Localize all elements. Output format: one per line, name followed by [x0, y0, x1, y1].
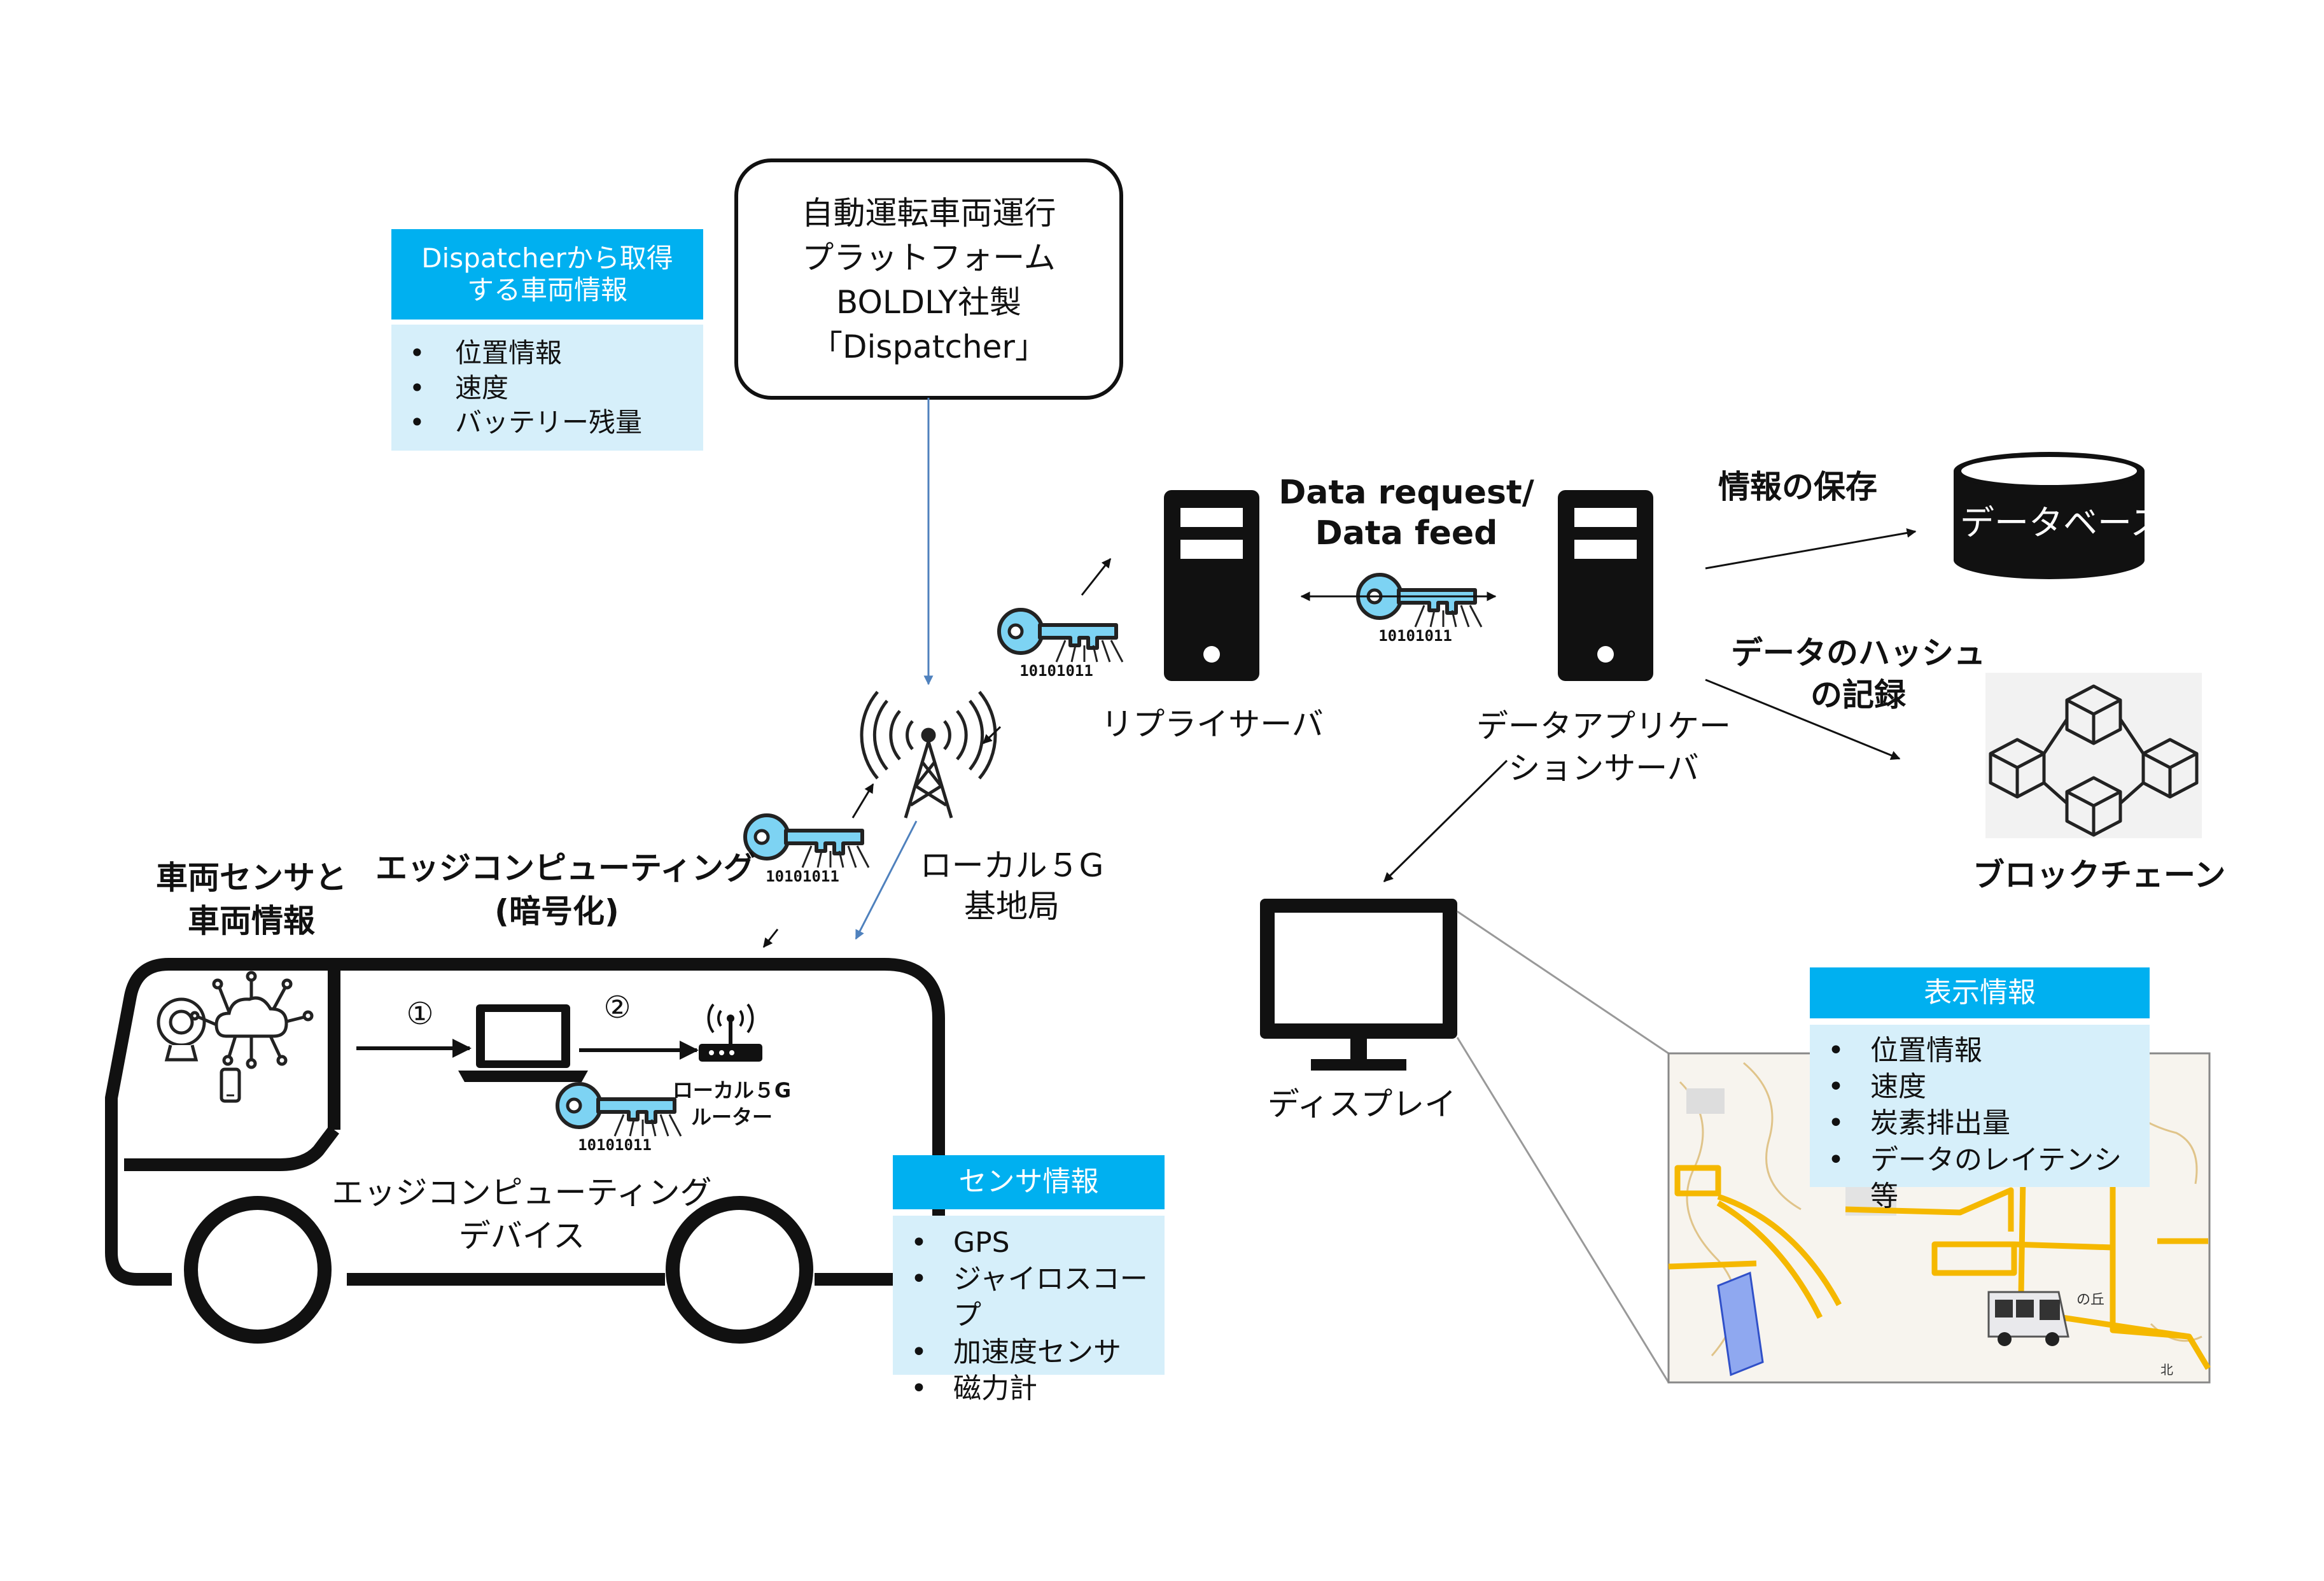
base-station-line-1: ローカル５G [920, 847, 1104, 884]
dispatcher-info-item: 速度 [391, 371, 703, 406]
data-flow-line-2: Data feed [1315, 514, 1498, 552]
data-app-server-icon [1558, 490, 1653, 681]
dispatcher-info-item: バッテリー残量 [391, 405, 703, 440]
tower-to-bus-arrow [855, 820, 918, 940]
relay-server-icon [1164, 490, 1259, 681]
hash-arrow [1705, 678, 1901, 760]
data-flow-line-1: Data request/ [1278, 474, 1534, 512]
dispatcher-info-item: 位置情報 [391, 336, 703, 371]
router-line-1: ローカル５G [672, 1078, 792, 1102]
edge-device-line-1: エッジコンピューティング [332, 1174, 712, 1211]
step-marker-1: ① [406, 996, 434, 1032]
edge-computing-label: エッジコンピューティング (暗号化) [375, 847, 755, 933]
key-binary-tower: 10101011 [1019, 662, 1093, 680]
data-flow-label: Data request/ Data feed [1257, 472, 1556, 554]
display-info-item: データのレイテンシ 等 [1810, 1142, 2150, 1214]
dispatcher-line-3: BOLDLY社製 [836, 284, 1021, 321]
dispatcher-info-header-line-2: する車両情報 [466, 274, 627, 306]
step-marker-2: ② [603, 990, 631, 1025]
display-info-header: 表示情報 [1810, 967, 2150, 1018]
edge-computing-line-2: (暗号化) [494, 893, 619, 930]
hash-record-line-1: データのハッシュ [1731, 635, 1985, 671]
bus-front-wheel [184, 1196, 332, 1344]
key-icon-servers [1358, 575, 1481, 627]
dispatcher-info-header: Dispatcherから取得 する車両情報 [391, 229, 703, 320]
dispatcher-info-header-line-1: Dispatcherから取得 [421, 242, 673, 274]
database-label: データベース [1960, 503, 2165, 543]
base-station-line-2: 基地局 [964, 888, 1060, 925]
save-info-label: 情報の保存 [1718, 468, 1877, 505]
router-line-2: ルーター [690, 1105, 773, 1129]
dispatcher-line-1: 自動運転車両運行 [801, 195, 1056, 232]
display-monitor-icon [1260, 899, 1457, 1071]
display-label: ディスプレイ [1267, 1086, 1457, 1123]
base-station-label: ローカル５G 基地局 [916, 845, 1107, 927]
bus-outline [105, 958, 945, 1286]
key-icon-bus [745, 815, 869, 868]
laptop-icon [458, 1004, 588, 1082]
save-arrow [1705, 528, 1917, 570]
dispatcher-line-4: 「Dispatcher」 [811, 328, 1047, 365]
bus-to-tower-arrow [762, 929, 779, 948]
sensor-info-list: GPS ジャイロスコープ 加速度センサ 磁力計 [893, 1216, 1165, 1407]
key-icon-tower [999, 610, 1123, 662]
sensor-info-item: GPS [893, 1225, 1165, 1261]
sensor-info-item: 加速度センサ [893, 1334, 1165, 1370]
relay-server-label: リプライサーバ [1101, 706, 1324, 743]
data-app-server-line-2: ションサーバ [1508, 750, 1699, 787]
vehicle-sensor-label: 車両センサと 車両情報 [140, 856, 363, 943]
hash-record-label: データのハッシュ の記録 [1718, 632, 1998, 716]
sensor-info-header: センサ情報 [893, 1155, 1165, 1209]
dispatcher-box-label: 自動運転車両運行 プラットフォーム BOLDLY社製 「Dispatcher」 [736, 191, 1121, 369]
camera-icon [157, 997, 206, 1062]
phone-icon [220, 1067, 241, 1103]
bus-rear-wheel [666, 1196, 813, 1344]
blockchain-label: ブロックチェーン [1973, 857, 2226, 894]
router-label: ローカル５G ルーター [662, 1077, 802, 1130]
tower-to-relay-arrow [1081, 558, 1112, 596]
edge-computing-line-1: エッジコンピューティング [375, 850, 755, 887]
key-binary-router: 10101011 [578, 1136, 652, 1154]
database-icon [1954, 452, 2145, 579]
edge-device-line-2: デバイス [458, 1218, 585, 1254]
tower-up-arrow [851, 783, 874, 819]
blockchain-icon [1985, 673, 2202, 838]
server-to-display-arrow [1383, 759, 1508, 883]
display-info-item: 炭素排出量 [1810, 1105, 2150, 1141]
cell-tower-icon [860, 691, 997, 819]
display-info-list: 位置情報 速度 炭素排出量 データのレイテンシ 等 [1810, 1025, 2150, 1212]
display-info-item: 速度 [1810, 1069, 2150, 1105]
vehicle-sensor-line-2: 車両情報 [188, 903, 315, 939]
data-app-server-label: データアプリケー ションサーバ [1476, 705, 1731, 789]
key-binary-servers: 10101011 [1378, 627, 1452, 645]
iot-cloud-icon [190, 971, 314, 1069]
dispatcher-line-2: プラットフォーム [802, 239, 1056, 276]
map-hill-label: の丘 [2076, 1292, 2104, 1308]
hash-record-line-2: の記録 [1810, 677, 1906, 713]
vehicle-sensor-line-1: 車両センサと [156, 859, 347, 896]
key-binary-bus: 10101011 [766, 868, 839, 885]
display-info-item: 位置情報 [1810, 1032, 2150, 1069]
bus-photo [1987, 1291, 2069, 1346]
sensor-info-item: ジャイロスコープ [893, 1261, 1165, 1333]
map-north-label: 北 [2160, 1362, 2173, 1377]
router-icon [699, 1003, 762, 1062]
dispatcher-info-list: 位置情報 速度 バッテリー残量 [391, 325, 703, 451]
data-app-server-line-1: データアプリケー [1476, 708, 1731, 745]
sensor-info-item: 磁力計 [893, 1370, 1165, 1407]
relay-to-tower-arrow [982, 726, 1002, 745]
edge-device-label: エッジコンピューティング デバイス [331, 1171, 713, 1258]
